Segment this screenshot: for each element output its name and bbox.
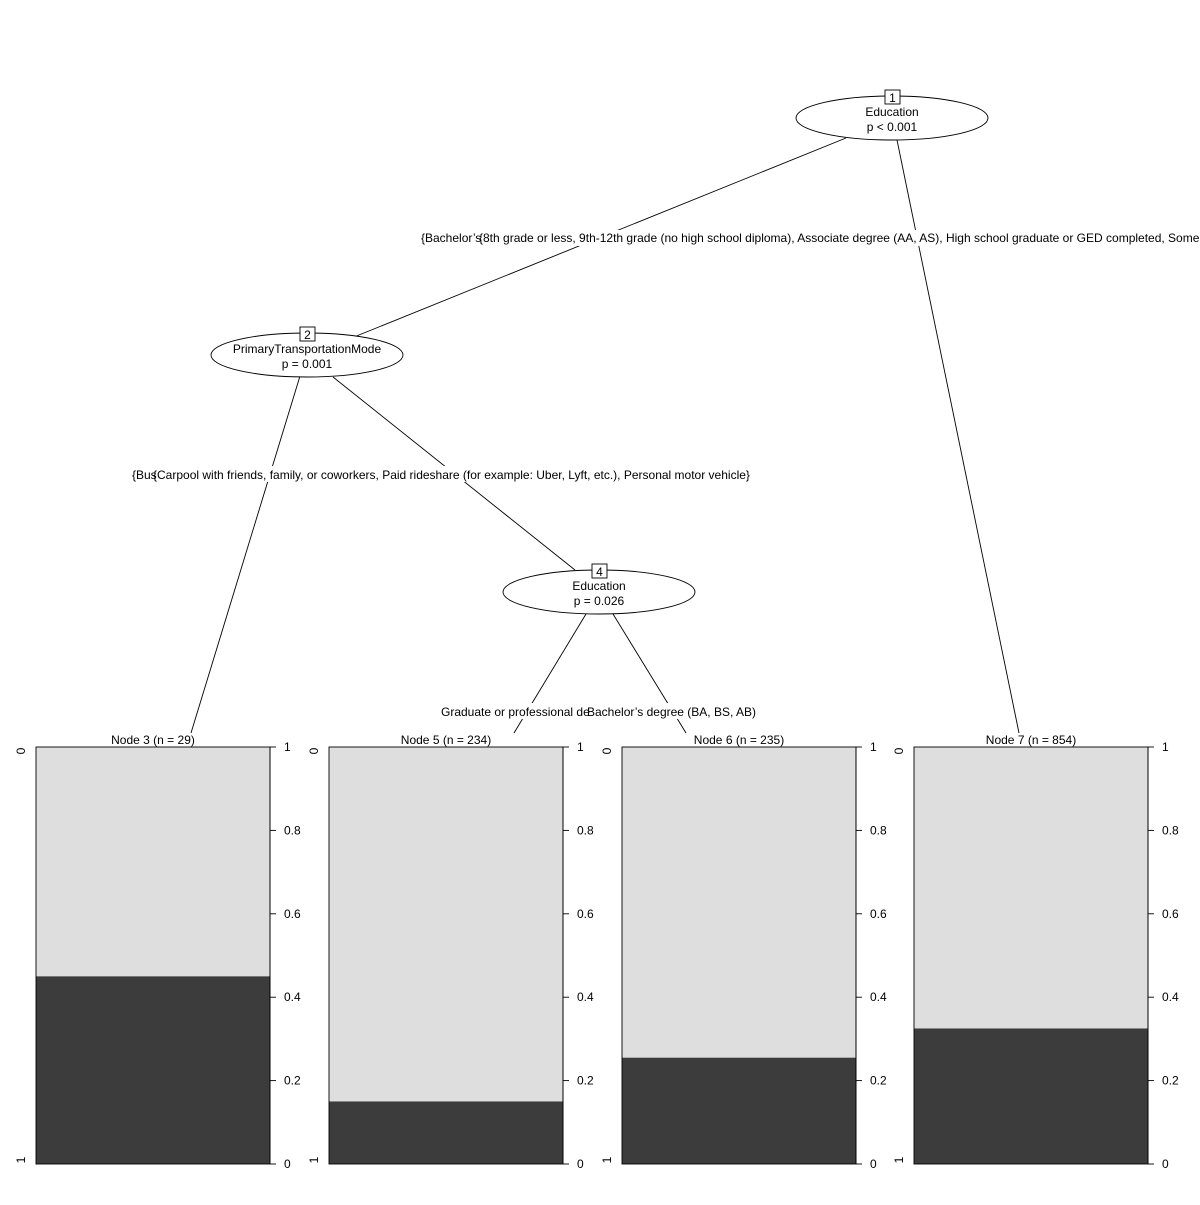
left-level-label-top: 0 <box>600 747 614 754</box>
right-axis-tick-label: 0.8 <box>284 823 301 837</box>
right-axis-tick-label: 0.8 <box>577 823 594 837</box>
bar-segment-level-0 <box>36 747 270 977</box>
bar-segment-level-0 <box>329 747 563 1102</box>
bar-segment-level-1 <box>914 1028 1148 1164</box>
left-level-label-bottom: 1 <box>307 1156 321 1163</box>
edge-1-7 <box>896 139 1020 734</box>
right-axis-tick-label: 0 <box>870 1157 877 1171</box>
left-level-label-bottom: 1 <box>600 1156 614 1163</box>
right-axis-tick-label: 0.6 <box>577 907 594 921</box>
terminal-node-title: Node 7 (n = 854) <box>986 733 1076 747</box>
right-axis-tick-label: 0.4 <box>284 990 301 1004</box>
right-axis-tick-label: 1 <box>577 740 584 754</box>
node-variable-1: Education <box>865 105 918 119</box>
node-pvalue-4: p = 0.026 <box>574 594 625 608</box>
terminal-node-title: Node 3 (n = 29) <box>111 733 195 747</box>
edge-label-node2-left: {Bus <box>132 468 157 482</box>
node-id-1: 1 <box>889 91 896 105</box>
right-axis-tick-label: 0.2 <box>870 1074 887 1088</box>
right-axis-tick-label: 0.6 <box>284 907 301 921</box>
inner-node-1: 1 Education p < 0.001 <box>795 89 989 141</box>
terminal-node-panel: Node 7 (n = 854) 0 0.2 0.4 0.6 0.8 1 0 1 <box>892 733 1179 1171</box>
right-axis-tick-label: 0 <box>1162 1157 1169 1171</box>
right-axis-tick-label: 0.2 <box>577 1074 594 1088</box>
edge-label-node1-right: {8th grade or less, 9th-12th grade (no h… <box>479 231 1200 245</box>
tree-edges <box>190 137 1020 734</box>
left-level-label-top: 0 <box>307 747 321 754</box>
right-axis-tick-label: 0.4 <box>870 990 887 1004</box>
right-axis-tick-label: 0.2 <box>284 1074 301 1088</box>
bar-segment-level-1 <box>329 1101 563 1164</box>
right-axis-tick-label: 1 <box>870 740 877 754</box>
terminal-node-panel: Node 3 (n = 29) 0 0.2 0.4 0.6 0.8 1 0 1 <box>14 733 301 1171</box>
right-axis-tick-label: 1 <box>1162 740 1169 754</box>
right-axis-tick-label: 0.4 <box>1162 990 1179 1004</box>
node-variable-2: PrimaryTransportationMode <box>233 342 382 356</box>
edge-label-node4-right: Bachelor’s degree (BA, BS, AB) <box>587 705 756 719</box>
left-level-label-bottom: 1 <box>892 1156 906 1163</box>
left-level-label-top: 0 <box>14 747 28 754</box>
right-axis-tick-label: 0.8 <box>870 823 887 837</box>
bar-segment-level-1 <box>36 976 270 1164</box>
edge-label-node4-left: Graduate or professional de <box>441 705 590 719</box>
right-axis-tick-label: 0 <box>577 1157 584 1171</box>
right-axis-tick-label: 0.6 <box>1162 907 1179 921</box>
edge-label-node1-left: {Bachelor’s <box>421 231 481 245</box>
terminal-node-panel: Node 6 (n = 235) 0 0.2 0.4 0.6 0.8 1 0 1 <box>600 733 887 1171</box>
edge-label-node2-right: {Carpool with friends, family, or cowork… <box>153 468 750 482</box>
node-variable-4: Education <box>572 579 625 593</box>
right-axis-tick-label: 0 <box>284 1157 291 1171</box>
node-pvalue-2: p = 0.001 <box>282 357 333 371</box>
bar-segment-level-1 <box>622 1057 856 1164</box>
terminal-node-title: Node 6 (n = 235) <box>694 733 784 747</box>
edge-labels: {Bachelor’s {8th grade or less, 9th-12th… <box>131 230 1200 719</box>
node-pvalue-1: p < 0.001 <box>867 120 918 134</box>
terminal-node-panel: Node 5 (n = 234) 0 0.2 0.4 0.6 0.8 1 0 1 <box>307 733 594 1171</box>
terminal-node-title: Node 5 (n = 234) <box>401 733 491 747</box>
left-level-label-top: 0 <box>892 747 906 754</box>
bar-segment-level-0 <box>914 747 1148 1029</box>
inner-node-4: 4 Education p = 0.026 <box>502 563 696 615</box>
right-axis-tick-label: 0.8 <box>1162 823 1179 837</box>
right-axis-tick-label: 0.6 <box>870 907 887 921</box>
node-id-4: 4 <box>596 565 603 579</box>
node-id-2: 2 <box>304 328 311 342</box>
inner-node-2: 2 PrimaryTransportationMode p = 0.001 <box>210 326 404 378</box>
right-axis-tick-label: 1 <box>284 740 291 754</box>
left-level-label-bottom: 1 <box>14 1156 28 1163</box>
right-axis-tick-label: 0.2 <box>1162 1074 1179 1088</box>
bar-segment-level-0 <box>622 747 856 1058</box>
edge-2-3 <box>190 375 301 734</box>
right-axis-tick-label: 0.4 <box>577 990 594 1004</box>
